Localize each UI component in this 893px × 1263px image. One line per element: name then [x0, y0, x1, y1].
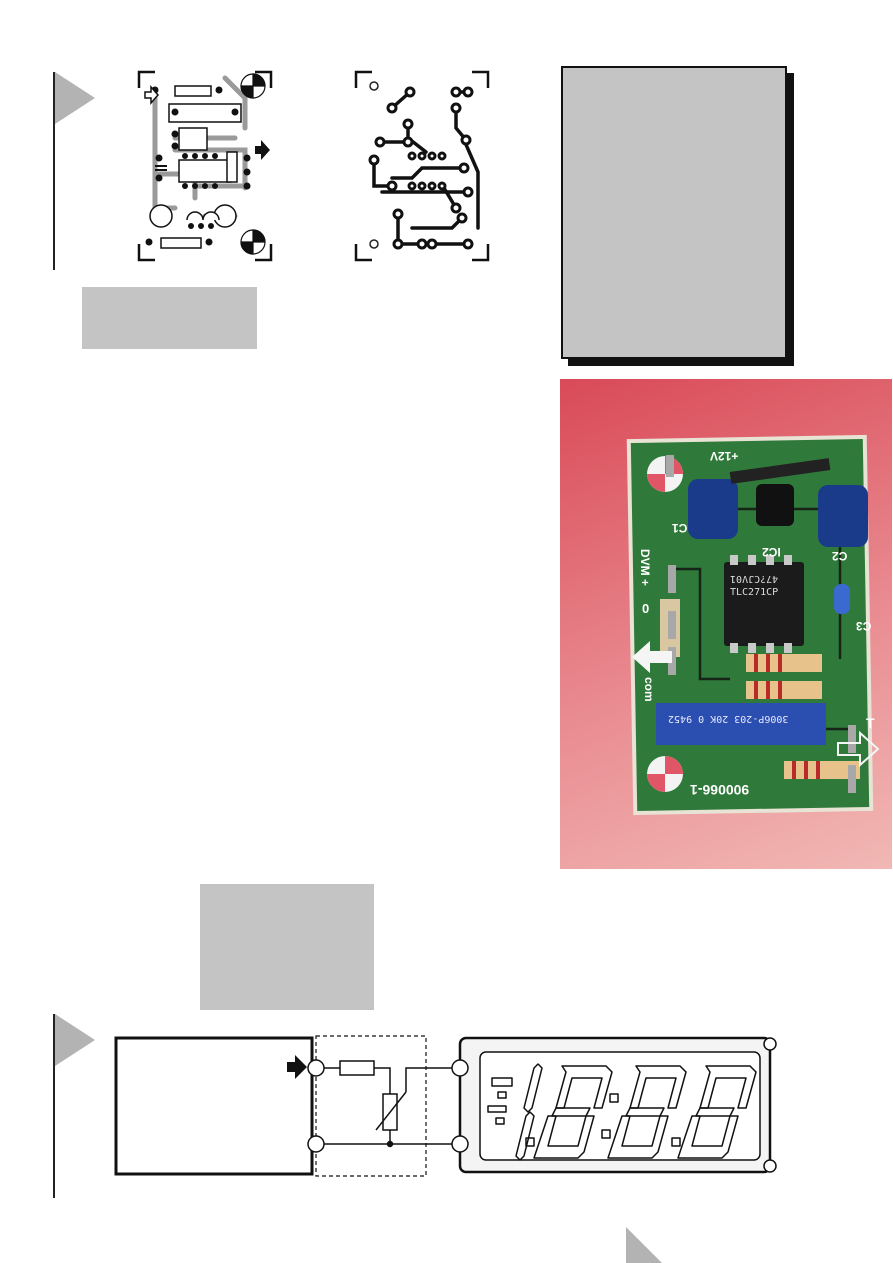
label-com: com	[642, 677, 656, 702]
label-dvm-plus: DVM +	[638, 549, 652, 587]
pcb-component-layout	[135, 68, 275, 264]
board-code: 900066-1	[690, 782, 750, 798]
label-12v: +12V	[710, 449, 739, 463]
caption-panel-middle	[200, 884, 374, 1010]
board-photo: DVM + 0 com +12V T C1 C2 C3 IC2 TLC271CP…	[560, 379, 892, 869]
ic1-marking-1: TLC271CP	[730, 587, 779, 598]
label-ic2: IC2	[762, 545, 781, 559]
label-c1: C1	[672, 521, 688, 535]
parts-list-panel	[561, 66, 787, 359]
label-c3: C3	[856, 619, 872, 633]
figure-marker-top	[55, 72, 95, 124]
figure-rule-top	[53, 72, 55, 270]
figure-rule-bottom	[53, 1014, 55, 1198]
ic1-marking-2: 47?CJV01	[730, 573, 779, 584]
label-c2: C2	[832, 549, 848, 563]
wiring-diagram	[110, 1034, 780, 1184]
label-zero: 0	[642, 601, 650, 616]
label-t: T	[866, 715, 875, 731]
caption-panel-left	[82, 287, 257, 349]
pcb-copper-layout	[352, 68, 492, 264]
pot-marking: 3006P-203 20K 0 9452	[668, 713, 789, 724]
figure-marker-bottom	[55, 1014, 95, 1066]
page-corner-marker	[626, 1227, 662, 1263]
